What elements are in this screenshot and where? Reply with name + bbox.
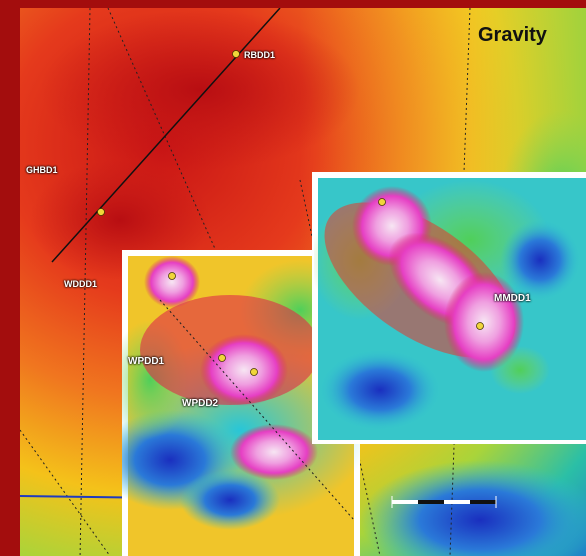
label-ghbd1: GHBD1 <box>26 165 58 175</box>
label-mmdd1: MMDD1 <box>494 293 531 304</box>
drill-hole-marker-wpdd2[interactable] <box>250 368 258 376</box>
drill-hole-marker-rbdd1[interactable] <box>232 50 240 58</box>
drill-hole-marker-mmdd1[interactable] <box>476 322 484 330</box>
drill-hole-marker-mm-north[interactable] <box>378 198 386 206</box>
scale-bar <box>391 496 497 508</box>
label-rbdd1: RBDD1 <box>244 50 276 60</box>
traverse-line <box>51 8 281 263</box>
label-wddd1: WDDD1 <box>64 279 97 289</box>
drill-hole-marker-wddd1[interactable] <box>168 272 176 280</box>
inset-map-mm <box>312 172 586 444</box>
drill-hole-marker-wpdd1[interactable] <box>218 354 226 362</box>
drill-hole-marker-ghbd1[interactable] <box>97 208 105 216</box>
map-title: Gravity <box>478 24 547 46</box>
label-wpdd1: WPDD1 <box>128 356 165 367</box>
label-wpdd2: WPDD2 <box>182 398 219 409</box>
